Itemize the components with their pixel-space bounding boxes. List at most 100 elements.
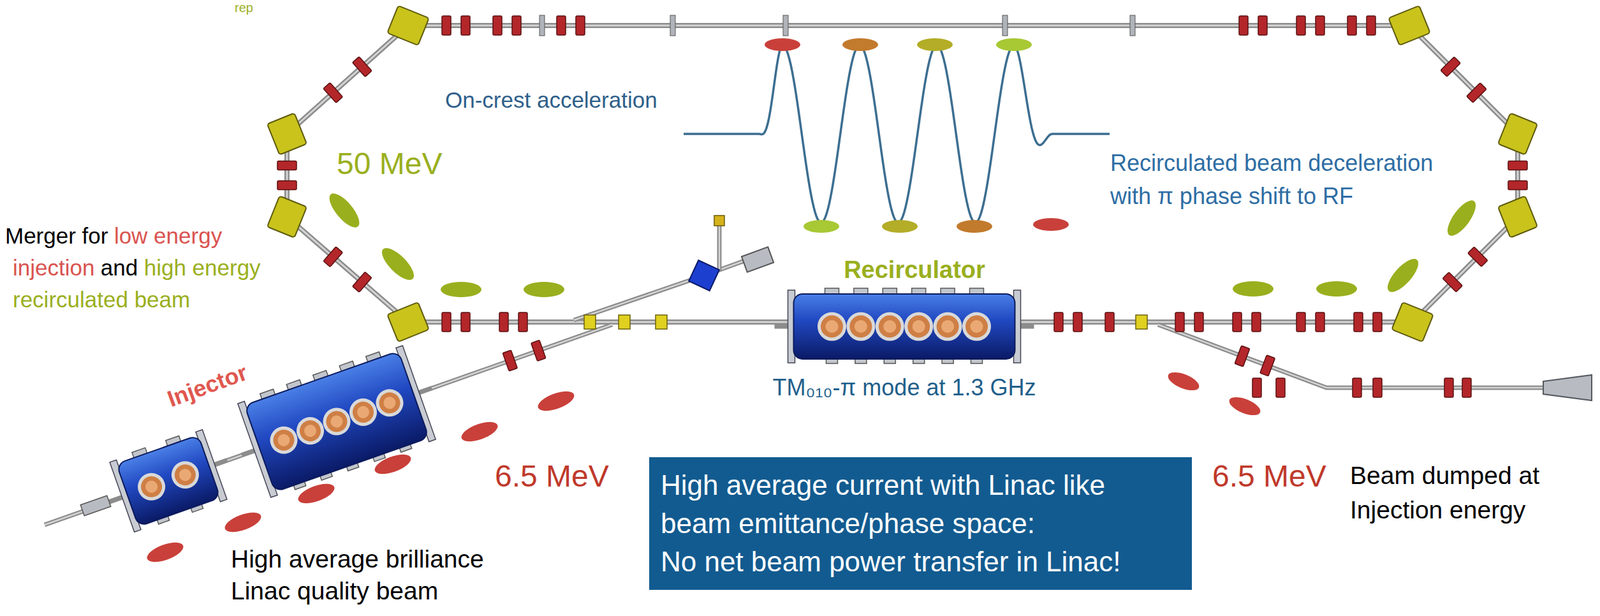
quadrupole-magnet [1353,312,1363,332]
quadrupole-magnet [461,312,470,332]
tag-fragment: rep [234,0,254,16]
module-vessel [116,434,221,527]
cavity [964,313,990,340]
quadrupole-magnet [518,312,528,332]
quadrupole-magnet [1372,378,1382,398]
quadrupole-magnet [1372,312,1382,332]
port-device [714,215,725,226]
quadrupole-magnet [1442,272,1463,293]
quadrupole-magnet [1366,15,1376,36]
quadrupole-magnet [1315,312,1325,332]
electron-bunch [372,450,414,478]
cavity [819,313,845,340]
box-text: High average current with Linac like bea… [660,466,1159,543]
electron-bunch [1226,393,1263,419]
quadrupole-magnet [1508,181,1528,191]
module-vessel [244,351,429,493]
dipole-magnet [267,112,307,155]
diagnostic-device [670,15,676,36]
energy-label: 50 MeV [336,145,442,183]
electron-bunch [1232,281,1274,297]
electron-bunch [764,38,801,52]
merger-note: low energy [114,222,222,250]
quadrupole-magnet [1296,312,1306,332]
quadrupole-magnet [1347,15,1357,36]
steerer-magnet [1135,315,1148,330]
cryomodule [774,288,1035,364]
quadrupole-magnet [277,160,297,170]
dipole-magnet [1497,112,1538,155]
cavity [169,459,201,490]
quadrupole-magnet [1073,312,1083,332]
quadrupole-magnet [499,312,509,332]
diagnostic-device [1002,15,1008,36]
quadrupole-magnet [1352,378,1362,398]
cavity-iris [143,478,159,495]
cryomodule [96,423,240,537]
electron-bunch [803,220,840,233]
diagnostic-device [783,15,789,36]
text-line: recirculated beam [5,285,197,314]
electron-bunch [1442,196,1481,241]
info-box: High average current with Linac like bea… [649,457,1192,590]
merger-note: Merger for [5,222,108,250]
steerer-magnet [618,315,631,330]
beam-pipe [717,223,722,271]
annotation: Recirculated beam deceleration with π ph… [1110,146,1458,213]
quadrupole-magnet [556,15,566,36]
cavity [374,387,405,419]
quadrupole-magnet [1232,312,1242,332]
quadrupole-magnet [1175,312,1185,332]
cavity [848,313,874,340]
quadrupole-magnet [531,339,546,361]
cavity-iris [276,432,292,448]
quadrupole-magnet [1467,246,1488,267]
dipole-magnet [1391,302,1433,342]
quadrupole-magnet [492,15,502,36]
quadrupole-magnet [277,181,297,191]
quadrupole-magnet [1258,15,1268,36]
beam-pipe-highlight [718,223,721,271]
electron-bunch [440,281,482,298]
quadrupole-magnet [1234,345,1250,367]
box-text: No net beam power transfer in Linac! [660,542,1159,581]
quadrupole-magnet [1054,312,1064,332]
merger-dipole [688,260,720,291]
steerer-magnet [584,315,596,330]
quadrupole-magnet [1239,15,1248,36]
cavity-iris [941,320,955,333]
quadrupole-magnet [1252,378,1262,398]
cavity-iris [177,467,193,483]
quadrupole-magnet [323,246,343,268]
quadrupole-magnet [1251,312,1261,332]
energy-label: 6.5 MeV [1212,457,1327,495]
rf-wave [683,45,1110,223]
dipole-magnet [387,302,429,342]
electron-bunch [881,220,918,233]
cavity [347,396,379,428]
quadrupole-magnet [1105,312,1115,332]
electron-bunch [144,538,187,566]
quadrupole-magnet [1315,15,1325,36]
electron-bunch [842,38,879,52]
electron-bunch [324,188,365,232]
quadrupole-magnet [1440,56,1461,77]
dipole-magnet [267,195,307,238]
electron-bunch [376,242,419,285]
module-vessel [793,293,1016,360]
quadrupole-magnet [1260,355,1276,377]
electron-bunch [459,417,501,446]
quadrupole-magnet [1462,378,1472,398]
cavity-iris [302,422,318,439]
annotation: High average brilliance Linac quality be… [230,543,512,608]
quadrupole-magnet [575,15,585,36]
cavity [294,415,326,446]
quadrupole-magnet [441,15,451,36]
part-name: Recirculator [843,255,986,286]
merger-note: and [100,254,138,282]
cavity [268,424,300,456]
cryomodule [224,339,449,503]
cavity-iris [912,320,926,333]
quadrupole-magnet [441,312,451,332]
electron-bunch [956,220,993,233]
